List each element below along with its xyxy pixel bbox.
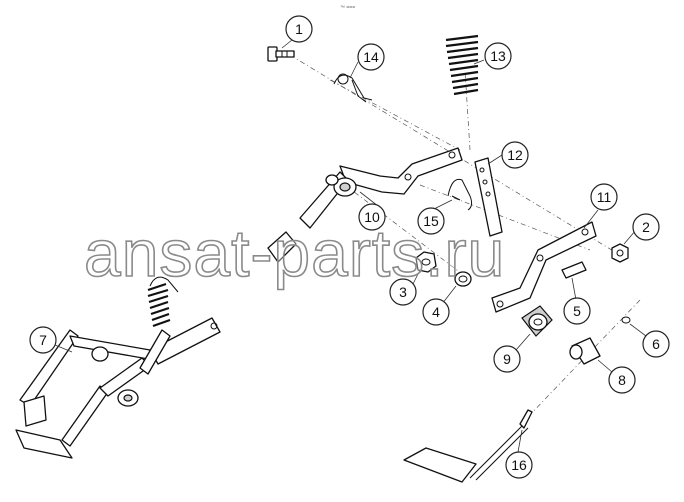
top-mark: ™ ===	[340, 5, 355, 11]
callout-3-label: 3	[399, 284, 407, 300]
callout-13: 13	[484, 42, 512, 70]
callout-7: 7	[29, 326, 57, 354]
callout-16-label: 16	[511, 457, 527, 473]
callout-3: 3	[389, 278, 417, 306]
ring-part-6	[621, 316, 631, 324]
callout-1-label: 1	[295, 21, 303, 37]
callout-6-label: 6	[652, 336, 660, 352]
callout-1: 1	[285, 15, 313, 43]
sleeve-part-8	[569, 337, 601, 365]
nut-part-3	[415, 251, 437, 273]
callout-2-label: 2	[642, 219, 650, 235]
callout-7-label: 7	[39, 332, 47, 348]
leader-lines	[54, 39, 647, 453]
callout-12: 12	[501, 141, 529, 169]
lever-part-11	[491, 221, 597, 313]
callout-4: 4	[422, 298, 450, 326]
washer-part-4	[454, 271, 472, 287]
callout-10: 10	[358, 203, 386, 231]
pedal-part-16	[403, 409, 533, 483]
callout-16: 16	[505, 451, 533, 479]
watermark-text: ansat-parts.ru	[84, 216, 505, 290]
callout-5: 5	[563, 297, 591, 325]
callout-11-label: 11	[597, 189, 612, 205]
callout-2: 2	[632, 213, 660, 241]
assembly-part-7	[15, 276, 221, 459]
link-part-12	[474, 157, 503, 237]
callout-5-label: 5	[573, 303, 581, 319]
callout-14: 14	[357, 43, 385, 71]
callout-10-label: 10	[364, 209, 380, 225]
hairpin-clip-part-14	[333, 73, 373, 103]
callout-15: 15	[417, 207, 445, 235]
bushing-part-9	[521, 305, 553, 337]
callout-9-label: 9	[503, 351, 511, 367]
callout-4-label: 4	[432, 304, 440, 320]
spring-part-13	[445, 34, 479, 96]
callout-8-label: 8	[618, 372, 626, 388]
callout-9: 9	[493, 345, 521, 373]
callout-6: 6	[642, 330, 670, 358]
main-arm-part-10	[267, 147, 463, 263]
nut-part-2	[611, 243, 629, 263]
callout-14-label: 14	[363, 49, 379, 65]
callout-12-label: 12	[507, 147, 523, 163]
callout-15-label: 15	[423, 213, 439, 229]
callout-13-label: 13	[490, 48, 506, 64]
hook-part-15	[447, 178, 473, 211]
callout-8: 8	[608, 366, 636, 394]
pin-part-5	[561, 261, 587, 279]
callout-11: 11	[590, 183, 618, 211]
bolt-part-1	[267, 46, 295, 62]
